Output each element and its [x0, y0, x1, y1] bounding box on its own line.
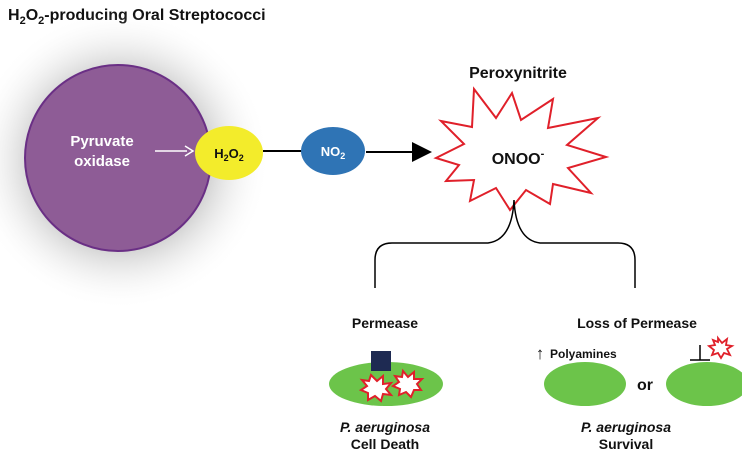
h2o2-label: H2O2: [214, 146, 244, 163]
no2-label: NO2: [321, 144, 346, 161]
polyamines-label: Polyamines: [550, 347, 617, 361]
burst-small-2: [390, 368, 425, 399]
white-arrow-head: [184, 145, 195, 157]
outcome-cell-death: Cell Death: [351, 436, 419, 452]
or-label: or: [637, 377, 653, 394]
oxidase-label: oxidase: [74, 153, 130, 170]
bacterium-right-1: [544, 362, 626, 406]
no2-node: [301, 127, 365, 175]
bacterium-right-2: [666, 362, 742, 406]
onoo-burst: [433, 86, 610, 212]
outcome-survival: Survival: [599, 436, 653, 452]
onoo-label: ONOO-: [492, 148, 545, 168]
burst-blocked-icon: [706, 335, 735, 360]
branch-brace: [374, 199, 636, 288]
permease-heading: Permease: [352, 315, 418, 331]
burst-small-1: [358, 373, 394, 403]
peroxynitrite-label: Peroxynitrite: [469, 65, 567, 82]
loss-of-permease-heading: Loss of Permease: [577, 315, 697, 331]
h2o2-node: [195, 126, 263, 180]
up-arrow-icon: ↑: [536, 344, 545, 363]
permease-channel: [371, 351, 391, 371]
pyruvate-label: Pyruvate: [70, 133, 133, 150]
species-left: P. aeruginosa: [340, 419, 430, 435]
species-right: P. aeruginosa: [581, 419, 671, 435]
